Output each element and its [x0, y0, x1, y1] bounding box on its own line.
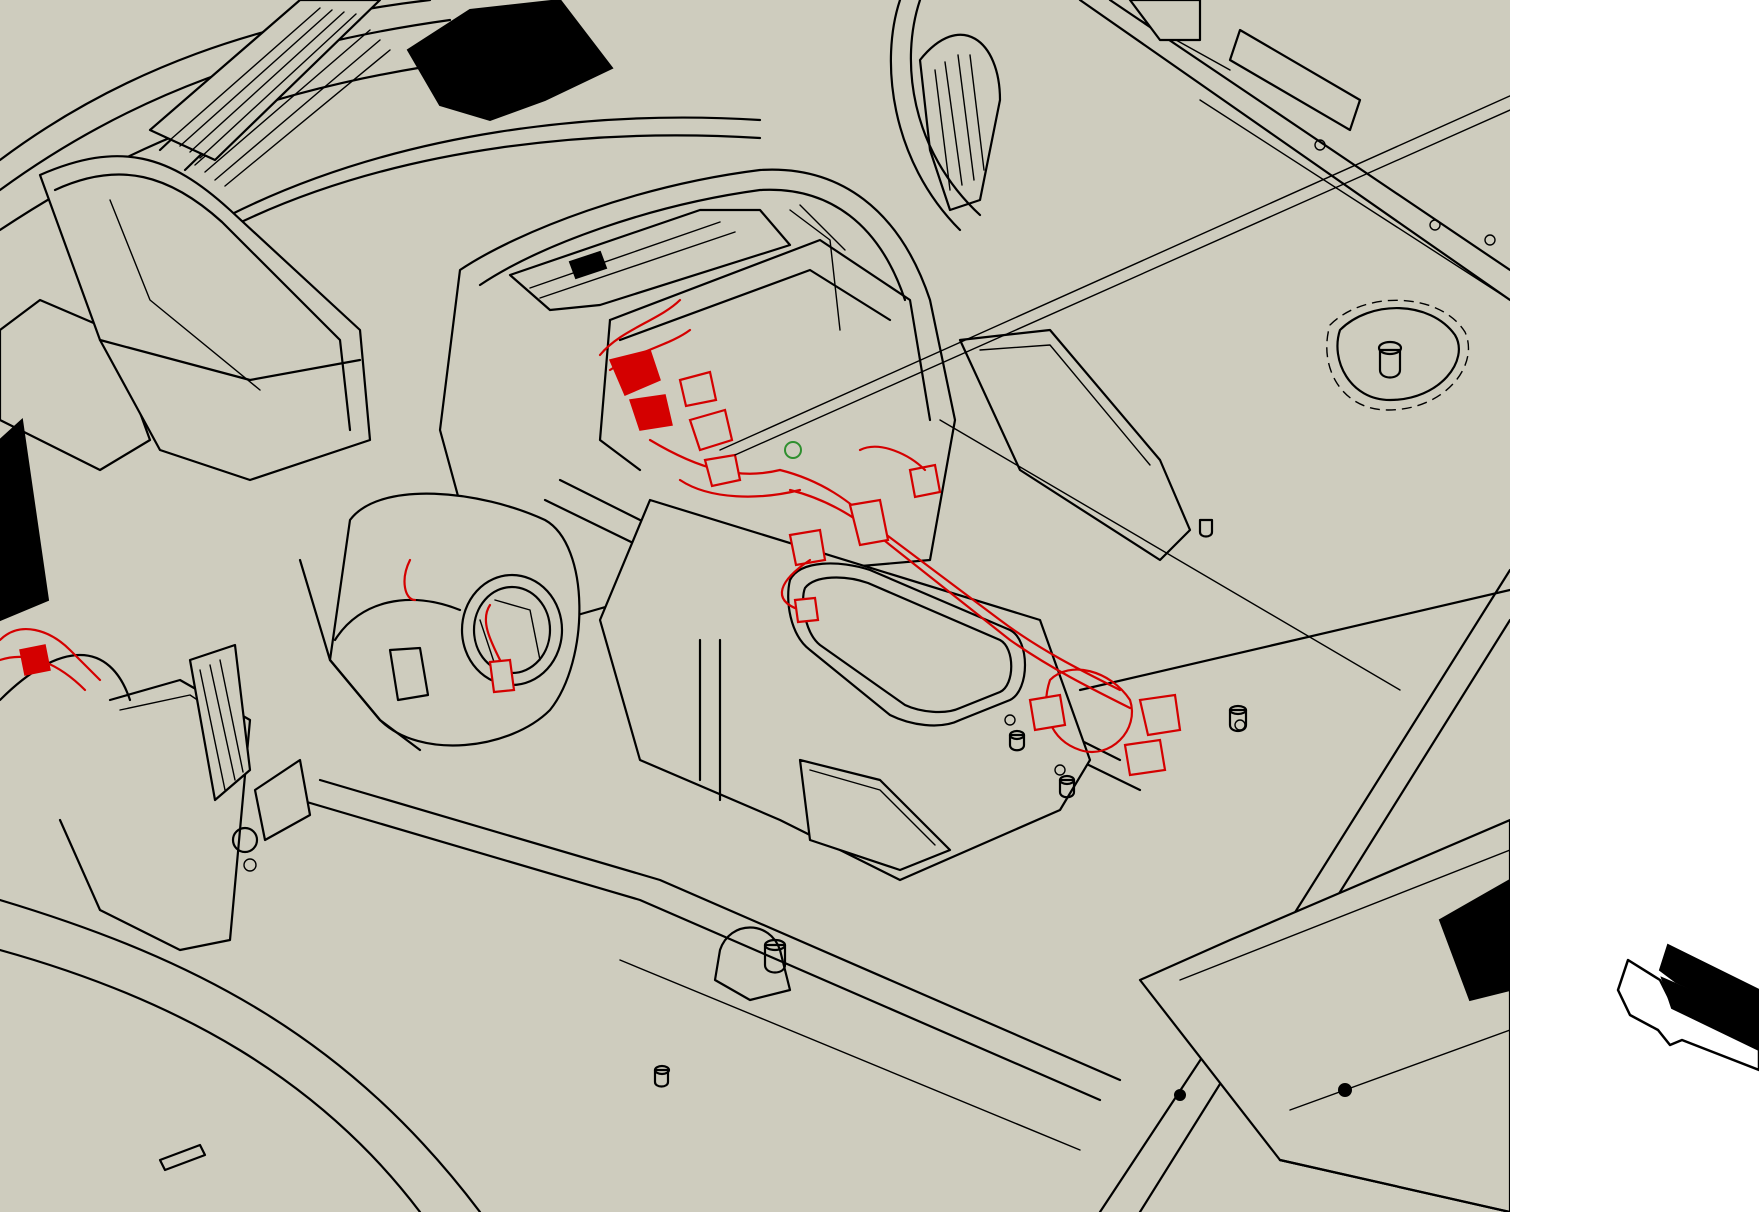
line-art-canvas: 1	[0, 0, 1510, 1212]
view-direction-arrow-icon	[1616, 943, 1759, 1072]
steering-column-shroud	[298, 492, 581, 752]
instrument-panel-wiring-harness	[0, 298, 1182, 777]
callout-1: 1	[719, 95, 1510, 456]
instrument-panel-harness-illustration: 1	[0, 0, 1510, 1212]
right-margin	[1510, 0, 1759, 1212]
ground-point	[784, 441, 802, 459]
right-lower-trim	[958, 328, 1510, 1212]
left-lower-vent	[188, 643, 312, 872]
cluster-hood	[38, 155, 372, 482]
floor-stud-boss-right	[1326, 299, 1470, 411]
glove-box-area	[1078, 0, 1510, 302]
right-air-vent	[889, 0, 1002, 232]
defroster-vent	[148, 0, 614, 162]
center-console	[598, 498, 1246, 882]
floor-studs	[158, 518, 1248, 1172]
